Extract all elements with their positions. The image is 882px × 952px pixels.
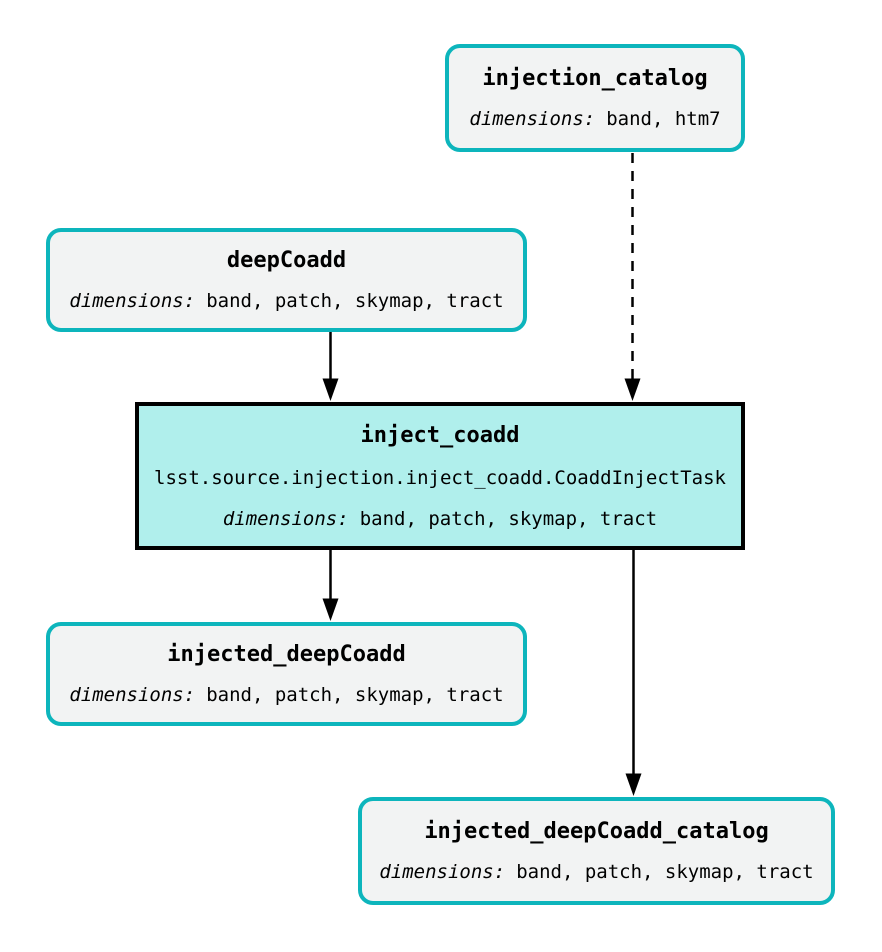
node-title: injected_deepCoadd_catalog	[424, 819, 769, 844]
node-title: inject_coadd	[360, 422, 520, 448]
node-inject-coadd-task: inject_coadd lsst.source.injection.injec…	[135, 402, 745, 550]
dimensions-value: band, htm7	[606, 108, 721, 130]
edge-inject_coadd-to-injected_deepCoadd_catalog	[625, 550, 642, 796]
task-class-path: lsst.source.injection.inject_coadd.Coadd…	[154, 466, 726, 489]
node-dimensions: dimensions: band, patch, skymap, tract	[69, 684, 503, 706]
arrowhead-icon	[322, 378, 339, 401]
edge-injection_catalog-to-inject_coadd	[624, 153, 641, 401]
dimensions-value: band, patch, skymap, tract	[206, 290, 504, 312]
node-injected-deepCoadd: injected_deepCoadd dimensions: band, patc…	[46, 622, 527, 726]
dimensions-label: dimensions:	[69, 684, 196, 706]
dimensions-value: band, patch, skymap, tract	[206, 684, 504, 706]
dimensions-value: band, patch, skymap, tract	[516, 861, 814, 883]
node-dimensions: dimensions: band, patch, skymap, tract	[69, 290, 503, 312]
node-title: deepCoadd	[226, 248, 347, 273]
arrowhead-icon	[625, 773, 642, 796]
node-deepCoadd: deepCoadd dimensions: band, patch, skymap…	[46, 228, 527, 332]
dimensions-label: dimensions:	[222, 507, 349, 530]
node-dimensions: dimensions: band, patch, skymap, tract	[379, 861, 813, 883]
dimensions-label: dimensions:	[469, 108, 596, 130]
edge-inject_coadd-to-injected_deepCoadd	[322, 550, 339, 621]
node-injection-catalog: injection_catalog dimensions: band, htm7	[445, 44, 745, 152]
arrowhead-icon	[322, 598, 339, 621]
node-title: injected_deepCoadd	[167, 642, 406, 667]
dimensions-label: dimensions:	[69, 290, 196, 312]
dimensions-value: band, patch, skymap, tract	[359, 507, 658, 530]
node-dimensions: dimensions: band, htm7	[469, 108, 720, 130]
node-dimensions: dimensions: band, patch, skymap, tract	[223, 508, 657, 530]
arrowhead-icon	[624, 378, 641, 401]
node-injected-deepCoadd-catalog: injected_deepCoadd_catalog dimensions: ba…	[358, 797, 835, 905]
node-title: injection_catalog	[482, 66, 708, 91]
dimensions-label: dimensions:	[379, 861, 506, 883]
edge-deepCoadd-to-inject_coadd	[322, 332, 339, 401]
